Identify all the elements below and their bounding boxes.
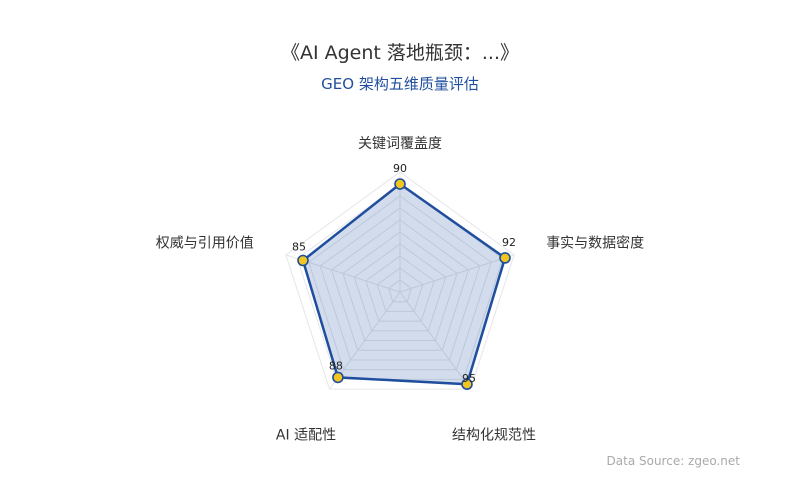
chart-title: 《AI Agent 落地瓶颈：...》 (280, 42, 520, 64)
value-label: 92 (502, 236, 516, 249)
value-label: 88 (329, 359, 343, 372)
grid-ring (308, 195, 492, 371)
grid-ring (285, 171, 515, 390)
series-area (301, 182, 507, 386)
grid-ring (376, 267, 424, 312)
data-point[interactable] (297, 254, 309, 267)
data-point[interactable] (461, 378, 473, 391)
radar-points (297, 178, 511, 391)
indicator-label: 关键词覆盖度 (358, 136, 442, 152)
grid-ring (330, 219, 470, 351)
data-point[interactable] (394, 178, 406, 190)
value-label: 90 (393, 162, 407, 175)
grid-ring (296, 183, 504, 380)
axis-spoke (399, 291, 471, 390)
grid-ring (388, 279, 412, 303)
data-source: Data Source: zgeo.net (606, 454, 740, 468)
value-label: 95 (462, 372, 476, 385)
indicator-label: 事实与数据密度 (546, 235, 644, 252)
axis-spoke (399, 254, 515, 293)
grid-ring (365, 255, 435, 322)
indicator-label: 权威与引用价值 (156, 236, 254, 252)
indicator-label: AI 适配性 (276, 427, 336, 443)
grid-ring (319, 207, 481, 361)
chart-subtitle: GEO 架构五维质量评估 (321, 75, 479, 93)
indicator-label: 结构化规范性 (452, 426, 536, 443)
data-point[interactable] (332, 371, 344, 384)
radar-series (301, 182, 507, 386)
value-label: 85 (292, 241, 306, 254)
grid-ring (342, 231, 458, 341)
grid-ring (353, 243, 447, 332)
radar-grid (285, 171, 515, 390)
data-point[interactable] (499, 252, 511, 264)
